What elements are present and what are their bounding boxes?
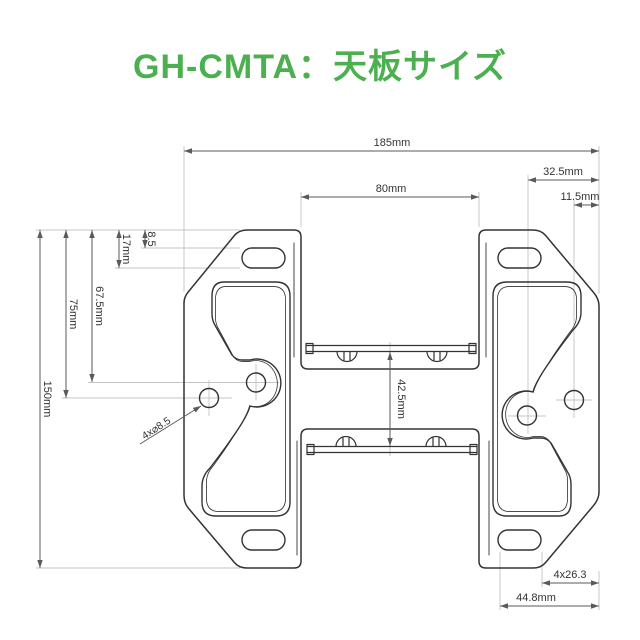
dim-label-inner-hole-x: 32.5mm xyxy=(543,166,583,178)
mounting-hole xyxy=(198,387,220,409)
dim-label-outer-hole-y: 75mm xyxy=(67,299,79,330)
side-cutout-inner-edge xyxy=(205,285,287,513)
dimension-lines xyxy=(37,148,599,609)
snap-clip xyxy=(336,350,358,363)
dim-label-outer-hole-x: 11.5mm xyxy=(561,191,600,203)
part-geometry xyxy=(183,229,600,569)
rail xyxy=(305,342,477,363)
mounting-slot xyxy=(497,247,542,269)
dimension-labels: 185mm 32.5mm 80mm 11.5mm 8.5 17mm 67.5mm… xyxy=(41,137,599,604)
rail-end-cap xyxy=(305,342,314,355)
extension-lines xyxy=(36,146,600,610)
mounting-hole xyxy=(245,372,267,393)
interior-details-rotated xyxy=(241,281,585,556)
dim-label-overall-height: 150mm xyxy=(41,381,53,418)
dim-label-holes: 4x⌀8.5 xyxy=(140,415,174,443)
dim-label-slot-to-edge: 44.8mm xyxy=(516,592,556,604)
page-title: GH-CMTA：天板サイズ xyxy=(133,47,507,86)
mounting-slot xyxy=(241,247,286,269)
dim-label-tab-width: 4x26.3 xyxy=(553,569,586,581)
rail-end-cap xyxy=(468,342,477,355)
interior-details-half xyxy=(198,242,542,517)
dim-label-inner-hole-y: 67.5mm xyxy=(93,286,105,326)
leader-line-holes xyxy=(139,405,202,445)
dim-label-slot-bottom: 17mm xyxy=(120,234,132,265)
dim-label-opening-width: 80mm xyxy=(376,183,407,195)
snap-clip xyxy=(426,350,448,363)
part-outline xyxy=(183,229,600,569)
dim-label-overall-width: 185mm xyxy=(374,137,411,149)
dim-label-slot-top: 8.5 xyxy=(145,231,157,246)
dim-label-rail-gap: 42.5mm xyxy=(395,379,407,419)
